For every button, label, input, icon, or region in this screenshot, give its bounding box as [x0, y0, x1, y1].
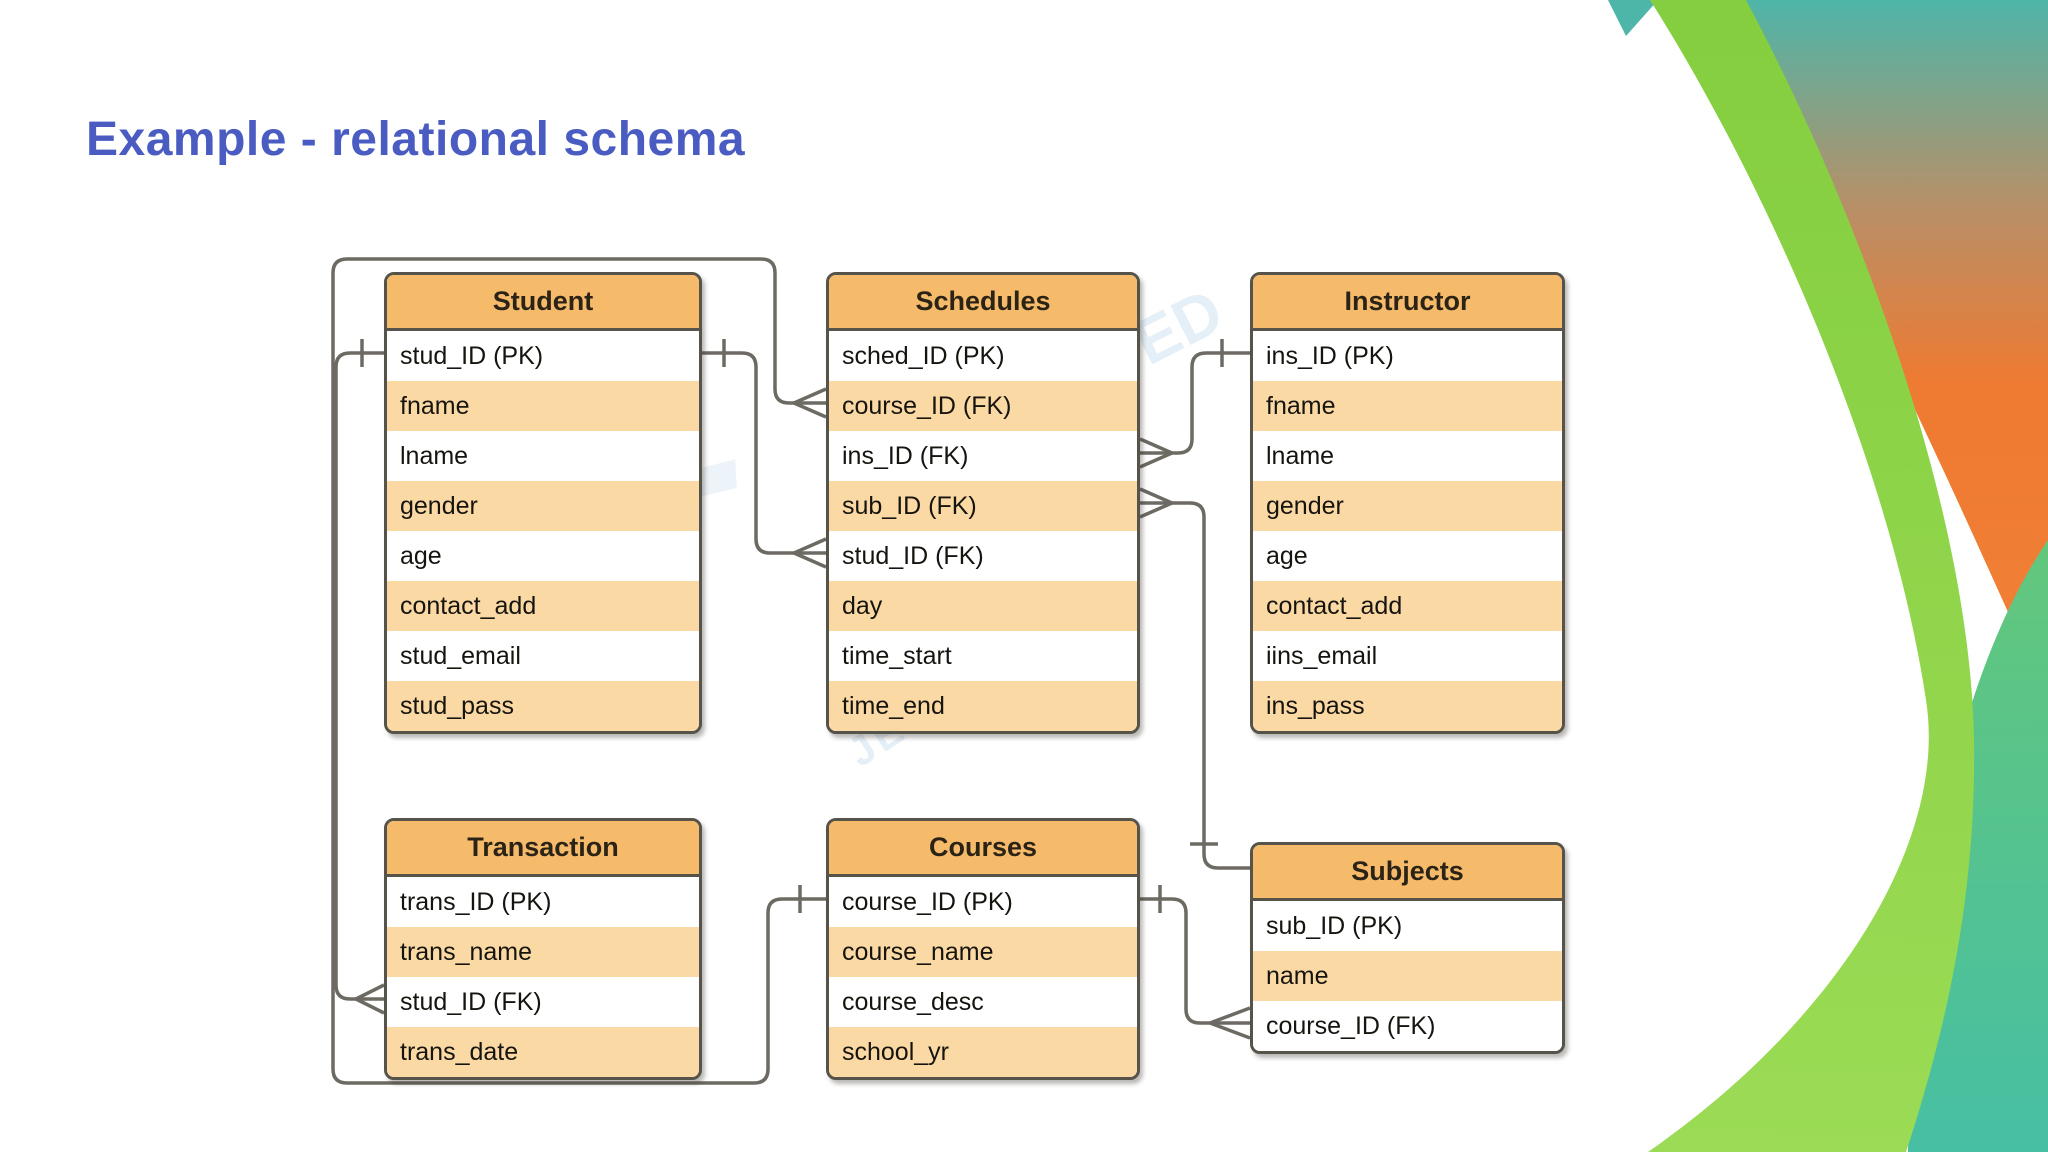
connector-courses-to-schedules — [331, 257, 827, 1085]
entity-field: contact_add — [1253, 581, 1562, 631]
entity-field: age — [1253, 531, 1562, 581]
entity-field: ins_ID (PK) — [1253, 331, 1562, 381]
connector-subjects-to-schedules — [1139, 487, 1250, 870]
entity-title-instructor: Instructor — [1253, 275, 1562, 331]
crow-foot — [1209, 1006, 1251, 1040]
entity-field: sub_ID (FK) — [829, 481, 1137, 531]
entity-field: fname — [387, 381, 699, 431]
entity-title-schedules: Schedules — [829, 275, 1137, 331]
connector-student-to-schedules — [702, 339, 827, 569]
entity-field: stud_pass — [387, 681, 699, 731]
entity-field: ins_ID (FK) — [829, 431, 1137, 481]
connector-instructor-to-schedules — [1139, 339, 1250, 469]
entity-field: sched_ID (PK) — [829, 331, 1137, 381]
entity-field: trans_ID (PK) — [387, 877, 699, 927]
entity-title-student: Student — [387, 275, 699, 331]
entity-field: time_start — [829, 631, 1137, 681]
entity-field: time_end — [829, 681, 1137, 731]
connector-line — [331, 257, 826, 1085]
entity-title-subjects: Subjects — [1253, 845, 1562, 901]
entity-field: stud_ID (FK) — [829, 531, 1137, 581]
crow-foot — [793, 537, 827, 569]
entity-field: stud_email — [387, 631, 699, 681]
decor-top-corner-gradient — [1668, 0, 2048, 700]
crow-foot — [793, 387, 827, 419]
entity-field: day — [829, 581, 1137, 631]
connector-line — [1140, 897, 1250, 1025]
decor-teal-sliver — [1608, 0, 1658, 36]
entity-field: stud_ID (FK) — [387, 977, 699, 1027]
connector-line — [1140, 501, 1250, 870]
entity-field: ins_pass — [1253, 681, 1562, 731]
entity-field: course_ID (PK) — [829, 877, 1137, 927]
entity-field: contact_add — [387, 581, 699, 631]
connector-courses-to-subjects — [1140, 885, 1251, 1040]
entity-field: age — [387, 531, 699, 581]
entity-field: fname — [1253, 381, 1562, 431]
slide-title: Example - relational schema — [86, 113, 746, 166]
entity-field: course_ID (FK) — [829, 381, 1137, 431]
entity-field: iins_email — [1253, 631, 1562, 681]
entity-field: course_name — [829, 927, 1137, 977]
connector-student-to-transaction — [334, 339, 385, 1015]
crow-foot — [1139, 487, 1173, 519]
entity-title-transaction: Transaction — [387, 821, 699, 877]
connector-line — [702, 351, 826, 555]
connector-line — [334, 351, 384, 1001]
entity-field: school_yr — [829, 1027, 1137, 1077]
entity-field: name — [1253, 951, 1562, 1001]
entity-field: gender — [387, 481, 699, 531]
entity-field: gender — [1253, 481, 1562, 531]
entity-field: lname — [387, 431, 699, 481]
connector-line — [1140, 351, 1250, 455]
crow-foot — [1139, 437, 1173, 469]
entity-field: trans_name — [387, 927, 699, 977]
decor-lime-band — [1648, 0, 1975, 1152]
slide-decoration — [1608, 0, 2048, 1152]
entity-title-courses: Courses — [829, 821, 1137, 877]
entity-field: lname — [1253, 431, 1562, 481]
entity-field: stud_ID (PK) — [387, 331, 699, 381]
entity-field: course_desc — [829, 977, 1137, 1027]
crow-foot — [355, 983, 385, 1015]
entity-field: sub_ID (PK) — [1253, 901, 1562, 951]
entity-field: course_ID (FK) — [1253, 1001, 1562, 1051]
entity-field: trans_date — [387, 1027, 699, 1077]
